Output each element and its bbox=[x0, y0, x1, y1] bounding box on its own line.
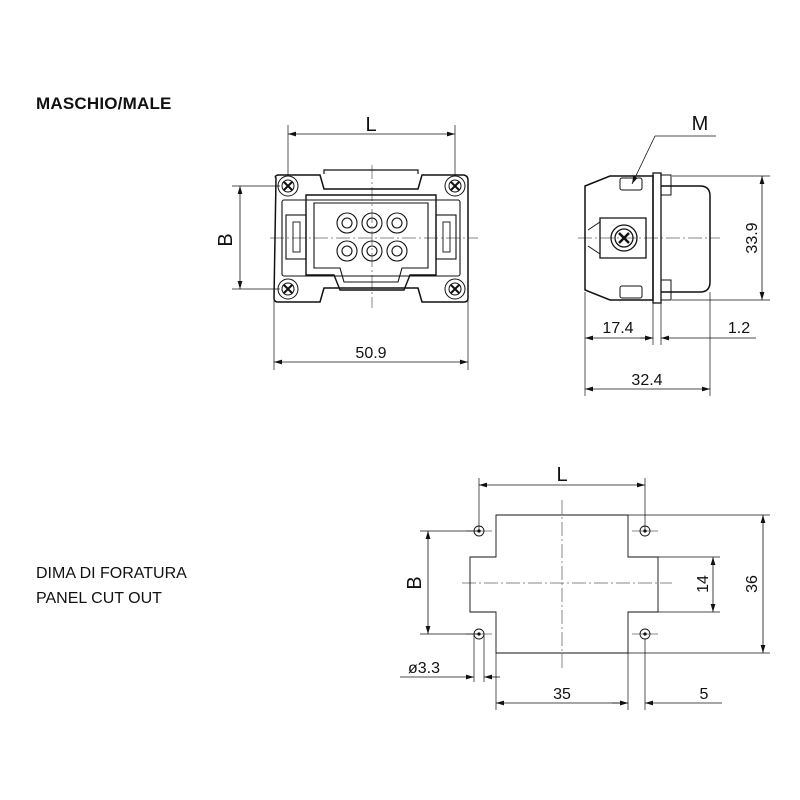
front-view bbox=[232, 125, 478, 370]
side-height: 33.9 bbox=[744, 222, 761, 253]
cutout-height-label: B bbox=[404, 576, 426, 589]
cutout-title-it: DIMA DI FORATURA bbox=[36, 565, 187, 582]
side-overall-depth: 32.4 bbox=[631, 372, 662, 389]
corner-screw-icons bbox=[277, 175, 466, 300]
cutout-edge-offset: 5 bbox=[700, 686, 709, 703]
screw-label: M bbox=[692, 113, 709, 135]
side-depth-front: 17.4 bbox=[602, 320, 633, 337]
cutout-title-en: PANEL CUT OUT bbox=[36, 590, 162, 607]
cutout-hole-diameter: ø3.3 bbox=[408, 660, 440, 677]
front-overall-width: 50.9 bbox=[355, 345, 386, 362]
panel-cutout bbox=[400, 478, 770, 710]
cutout-width-label: L bbox=[556, 464, 567, 486]
side-flange: 1.2 bbox=[728, 320, 750, 337]
drawing-title: MASCHIO/MALE bbox=[36, 94, 172, 113]
cutout-outer-height: 36 bbox=[744, 575, 761, 593]
front-height-label: B bbox=[215, 233, 237, 246]
side-view bbox=[578, 135, 770, 396]
front-width-label: L bbox=[365, 114, 376, 136]
cutout-hole-spacing: 35 bbox=[553, 686, 571, 703]
cutout-inner-height: 14 bbox=[695, 575, 712, 593]
